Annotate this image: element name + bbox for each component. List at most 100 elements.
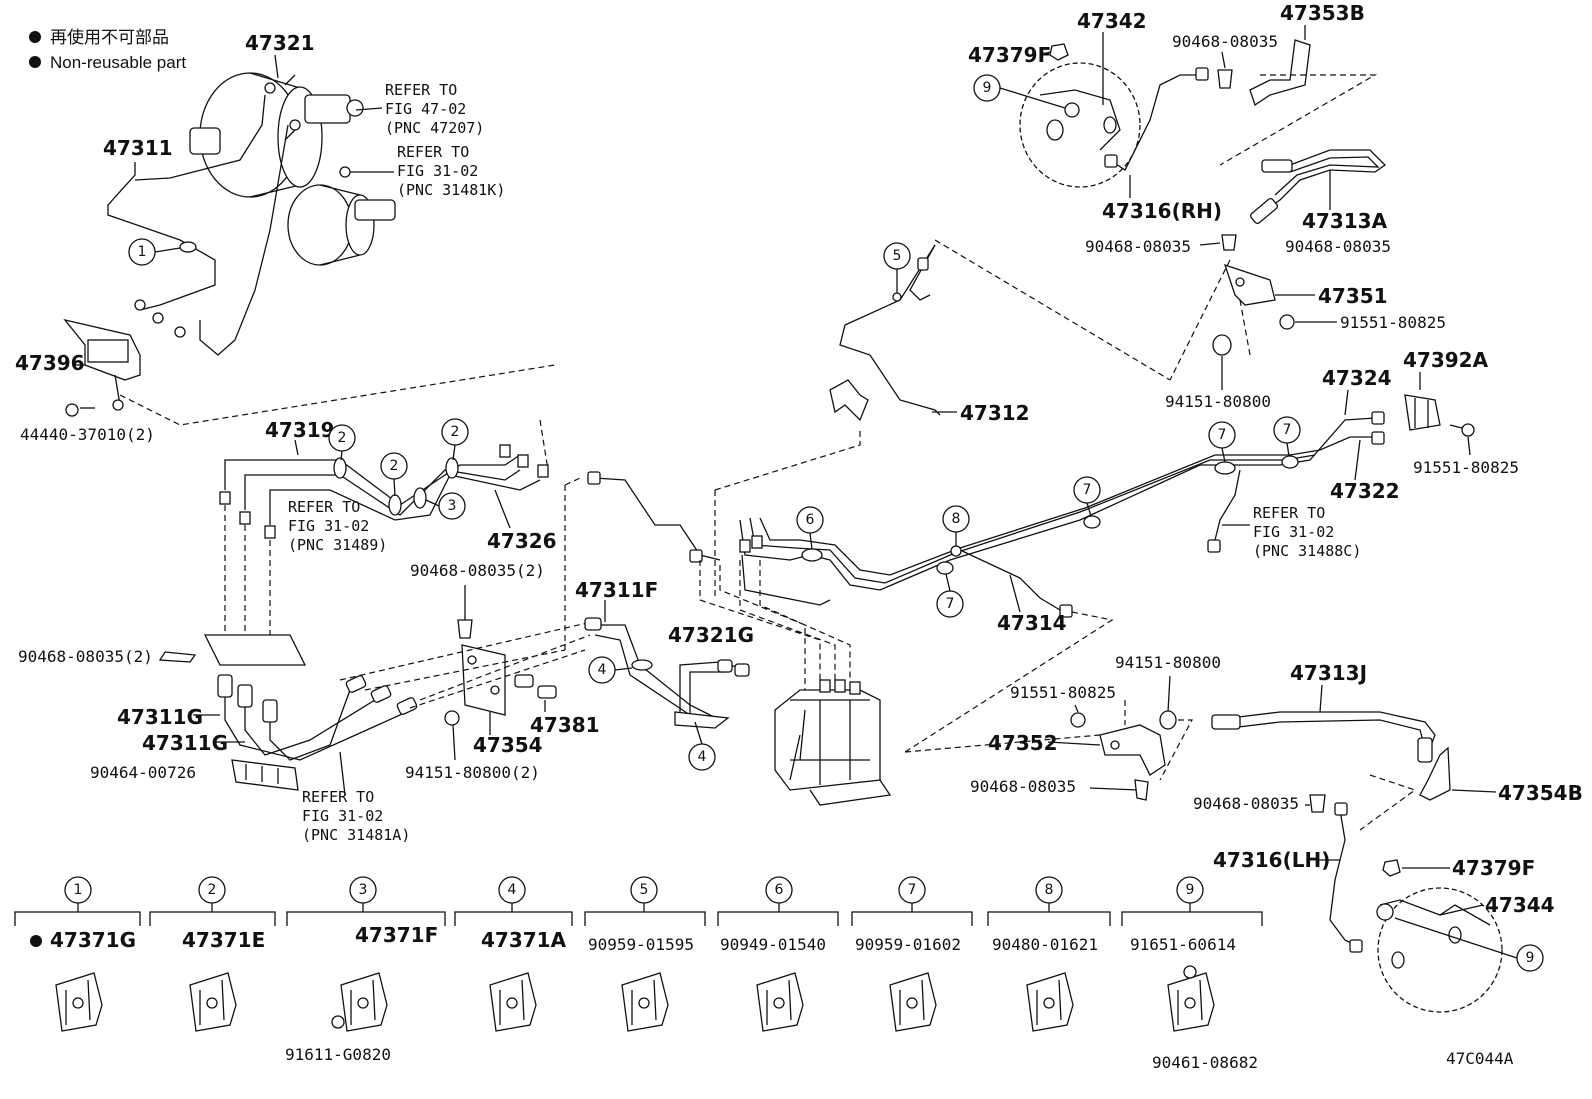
svg-text:7: 7	[1083, 482, 1092, 498]
svg-text:REFER TO: REFER TO	[1253, 504, 1325, 522]
part-47319: 47319	[265, 418, 335, 442]
part-91551-c: 91551-80825	[1010, 683, 1116, 702]
part-47311F: 47311F	[575, 578, 658, 602]
part-47379F-a: 47379F	[968, 43, 1051, 67]
clamp-part-number: 90959-01595	[588, 935, 694, 954]
part-47379F-b: 47379F	[1452, 856, 1535, 880]
clamp-extra-part: 91611-G0820	[285, 1045, 391, 1064]
refer-31481K: REFER TO FIG 31-02 (PNC 31481K)	[397, 143, 505, 199]
callout-number: 8	[1045, 882, 1054, 898]
clamp-part-number: 47371G	[50, 928, 136, 952]
non-reusable-dot-icon	[29, 56, 41, 68]
part-47321G: 47321G	[668, 623, 754, 647]
svg-text:REFER TO: REFER TO	[385, 81, 457, 99]
legend: 再使用不可部品 Non-reusable part	[29, 27, 186, 72]
callout-4	[498, 876, 526, 904]
refer-31489: REFER TO FIG 31-02 (PNC 31489)	[288, 498, 387, 554]
clamp-part-number: 47371A	[481, 928, 567, 952]
svg-text:2: 2	[451, 424, 460, 440]
part-90468-b: 90468-08035	[1285, 237, 1391, 256]
callout-5	[630, 876, 658, 904]
legend-jp: 再使用不可部品	[50, 27, 169, 47]
part-90468-c: 90468-08035	[1085, 237, 1191, 256]
part-90464: 90464-00726	[90, 763, 196, 782]
part-47314: 47314	[997, 611, 1067, 635]
refer-31488C: REFER TO FIG 31-02 (PNC 31488C)	[1253, 504, 1361, 560]
svg-text:FIG 31-02: FIG 31-02	[1253, 523, 1334, 541]
part-91551-b: 91551-80825	[1413, 458, 1519, 477]
part-47342: 47342	[1077, 9, 1147, 33]
part-47316LH: 47316(LH)	[1213, 848, 1330, 872]
svg-text:4: 4	[698, 749, 707, 765]
part-47381: 47381	[530, 713, 600, 737]
part-47311G-b: 47311G	[142, 731, 228, 755]
svg-text:(PNC 31481A): (PNC 31481A)	[302, 826, 410, 844]
svg-text:FIG 31-02: FIG 31-02	[288, 517, 369, 535]
part-47311G-a: 47311G	[117, 705, 203, 729]
clamp-part-number: 47371E	[182, 928, 265, 952]
rh-brake-drum	[1019, 62, 1141, 188]
non-reusable-dot-icon	[29, 31, 41, 43]
part-47311: 47311	[103, 136, 173, 160]
lh-brake-drum	[1376, 887, 1503, 1013]
brake-booster-assembly	[189, 72, 396, 266]
callout-number: 3	[359, 882, 368, 898]
part-94151-2: 94151-80800(2)	[405, 763, 540, 782]
part-47326: 47326	[487, 529, 557, 553]
part-90468-2b: 90468-08035(2)	[410, 561, 545, 580]
part-47354B: 47354B	[1498, 781, 1583, 805]
refer-31481A: REFER TO FIG 31-02 (PNC 31481A)	[302, 788, 410, 844]
part-47352: 47352	[988, 731, 1058, 755]
svg-text:4: 4	[598, 662, 607, 678]
part-47312: 47312	[960, 401, 1030, 425]
svg-text:REFER TO: REFER TO	[397, 143, 469, 161]
svg-text:FIG 31-02: FIG 31-02	[397, 162, 478, 180]
part-47316RH: 47316(RH)	[1102, 199, 1222, 223]
callout-8	[1035, 876, 1063, 904]
callout-number: 5	[640, 882, 649, 898]
clamp-part-number: 91651-60614	[1130, 935, 1236, 954]
part-47351: 47351	[1318, 284, 1388, 308]
bolt-icon	[1183, 965, 1197, 979]
part-47324: 47324	[1322, 366, 1392, 390]
callout-1	[64, 876, 92, 904]
callout-number: 4	[508, 882, 517, 898]
callout-2	[198, 876, 226, 904]
svg-text:9: 9	[1526, 950, 1535, 966]
clamp-col-1: 1 47371G	[14, 876, 141, 1032]
callout-7	[898, 876, 926, 904]
callout-6	[765, 876, 793, 904]
svg-text:2: 2	[338, 430, 347, 446]
svg-text:3: 3	[448, 498, 457, 514]
part-91551-a: 91551-80825	[1340, 313, 1446, 332]
callout-number: 1	[74, 882, 83, 898]
callout-number: 9	[1186, 882, 1195, 898]
svg-text:2: 2	[390, 458, 399, 474]
clamp-part-number: 90959-01602	[855, 935, 961, 954]
svg-text:8: 8	[952, 511, 961, 527]
svg-text:7: 7	[1283, 422, 1292, 438]
part-47313A: 47313A	[1302, 209, 1388, 233]
part-47321: 47321	[245, 31, 315, 55]
part-47344: 47344	[1485, 893, 1555, 917]
svg-text:7: 7	[1218, 427, 1227, 443]
part-94151-b: 94151-80800	[1115, 653, 1221, 672]
bolt-icon	[331, 1015, 345, 1029]
part-47322: 47322	[1330, 479, 1400, 503]
part-47392A: 47392A	[1403, 348, 1489, 372]
clamp-col-5: 5 90959-01595	[584, 876, 706, 1032]
svg-text:FIG 47-02: FIG 47-02	[385, 100, 466, 118]
part-90468-2a: 90468-08035(2)	[18, 647, 153, 666]
part-90468-a: 90468-08035	[1172, 32, 1278, 51]
svg-text:6: 6	[806, 512, 815, 528]
callout-3	[349, 876, 377, 904]
callout-number: 6	[775, 882, 784, 898]
svg-text:FIG 31-02: FIG 31-02	[302, 807, 383, 825]
part-47353B: 47353B	[1280, 1, 1365, 25]
